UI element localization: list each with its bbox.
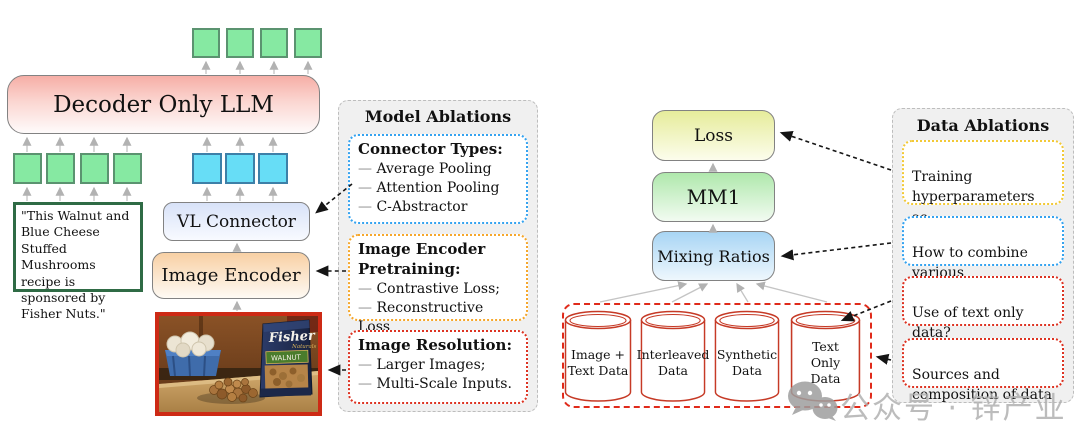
datastore-synthetic: Synthetic Data [714,310,780,403]
image-token [192,153,222,184]
note-text: Use of text only data? [912,304,1024,342]
output-token [294,28,322,58]
decoder-llm-box: Decoder Only LLM [7,75,320,134]
dash: — [358,180,372,196]
decoder-llm-label: Decoder Only LLM [53,91,274,118]
resolution-item: Larger Images; [376,357,486,373]
cylinder-icon [640,310,706,402]
dash: — [358,376,372,392]
walnut-pile [209,377,258,403]
fisher-bag: Fisher Naturals WALNUT [259,319,317,398]
cylinder-icon [564,310,632,402]
photo-walnut-label: WALNUT [271,353,302,362]
note-sources-composition: Sources and composition of data [902,338,1064,403]
note-how-to-combine: How to combine various data? [902,216,1064,302]
mushroom-basket [165,331,221,377]
vl-connector-label: VL Connector [177,211,296,232]
connector-item: C-Abstractor [376,199,468,215]
connector-item: Average Pooling [376,161,492,177]
cylinder-icon [714,310,780,402]
datasets-container [562,303,872,408]
mm1-box: MM1 [652,172,775,222]
data-ablations-title: Data Ablations [916,116,1050,135]
dash: — [358,300,372,316]
encoder-pretraining-box: Image Encoder Pretraining: — Contrastive… [348,234,528,335]
input-photo: Fisher Naturals WALNUT [155,312,322,416]
image-encoder-label: Image Encoder [161,265,301,286]
image-resolution-heading: Image Resolution: [358,336,512,354]
image-resolution-box: Image Resolution: — Larger Images; — Mul… [348,330,528,404]
pretraining-item: Contrastive Loss; [376,281,501,297]
note-text: Sources and composition of data [912,366,1052,404]
text-token [80,153,109,184]
caption-text: "This Walnut and Blue Cheese Stuffed Mus… [21,208,130,322]
vl-connector-box: VL Connector [163,202,310,241]
mixing-ratios-box: Mixing Ratios [652,231,775,281]
datastore-label: Image + Text Data [567,346,629,378]
dash: — [358,161,372,177]
text-token [46,153,75,184]
image-encoder-box: Image Encoder [152,252,310,299]
model-ablations-title: Model Ablations [364,107,512,126]
output-token [192,28,220,58]
mixing-ratios-label: Mixing Ratios [657,246,770,266]
image-token [258,153,288,184]
text-token [13,153,42,184]
image-token [225,153,255,184]
resolution-item: Multi-Scale Inputs. [376,376,512,392]
output-token [260,28,288,58]
note-training-hyperparameters: Training hyperparameters as we scale [902,140,1064,246]
datastore-label: Synthetic Data [716,346,778,378]
loss-box: Loss [652,110,775,161]
datastore-label: Interleaved Data [636,346,710,378]
datastore-interleaved: Interleaved Data [636,310,710,403]
encoder-pretraining-heading: Image Encoder Pretraining: [358,240,486,278]
datastore-text-only: Text Only Data [790,310,861,403]
photo-illustration: Fisher Naturals WALNUT [159,316,318,412]
dash: — [358,281,372,297]
note-text-only-data: Use of text only data? [902,276,1064,341]
connector-types-box: Connector Types: — Average Pooling — Att… [348,134,528,224]
loss-label: Loss [694,125,733,146]
dash: — [358,357,372,373]
text-token [113,153,142,184]
photo-brand-sub-text: Naturals [291,344,317,350]
output-token [226,28,254,58]
photo-brand-text: Fisher [267,329,316,347]
mm1-label: MM1 [686,185,741,209]
datastore-image-text: Image + Text Data [564,310,632,403]
connector-item: Attention Pooling [376,180,500,196]
connector-types-heading: Connector Types: [358,140,503,158]
datastore-label: Text Only Data [810,338,841,386]
caption-text-box: "This Walnut and Blue Cheese Stuffed Mus… [13,202,143,321]
dash: — [358,199,372,215]
